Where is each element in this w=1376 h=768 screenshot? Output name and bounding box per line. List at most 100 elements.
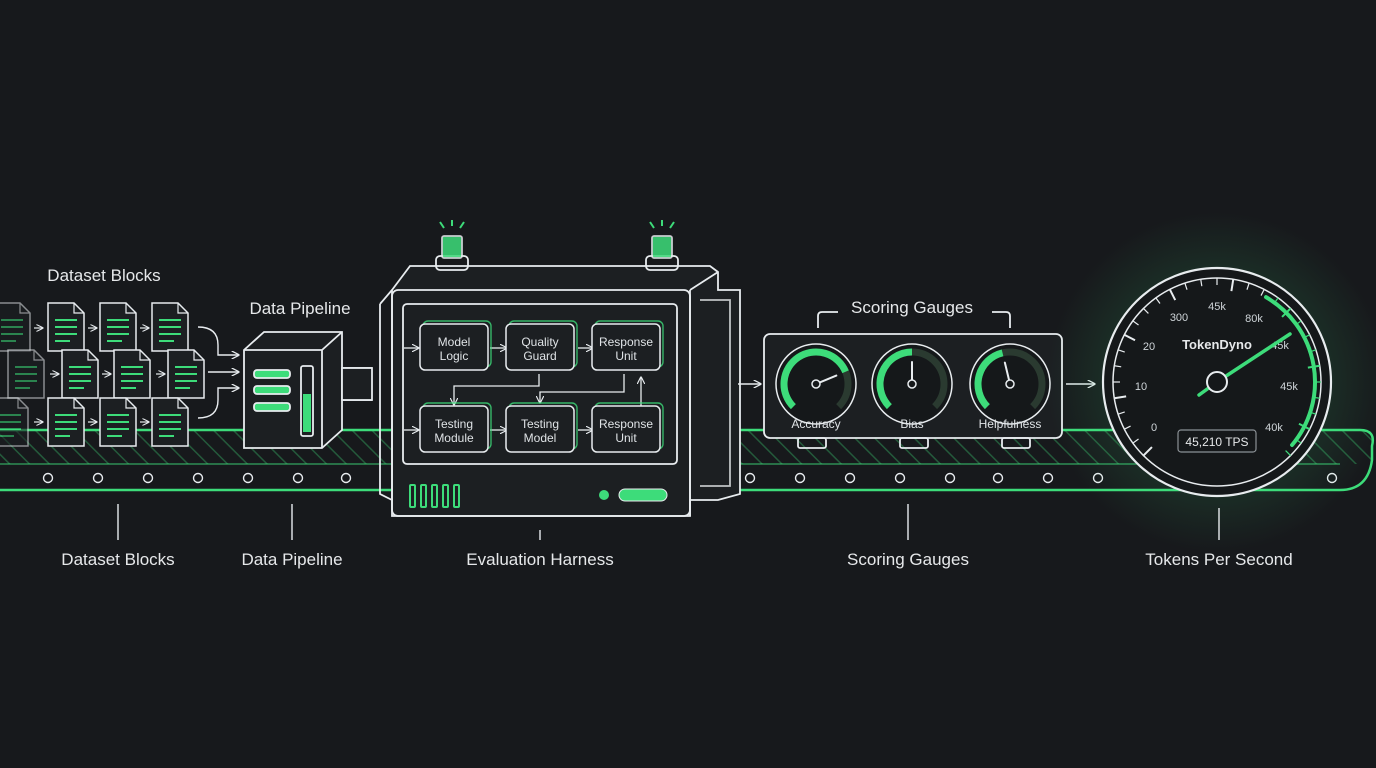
evaluation-harness-label: Evaluation Harness: [466, 550, 613, 569]
dataset-to-pipeline-arrows: [197, 326, 238, 419]
speedometer-tick: [1246, 282, 1250, 290]
document-icon: [113, 349, 151, 399]
document-icon: [151, 397, 189, 447]
document-icon: [47, 302, 85, 352]
speedometer-tick: [1200, 279, 1203, 287]
bottom-connectors: [117, 504, 1220, 540]
speedometer-tick-label: 20: [1143, 341, 1155, 353]
conveyor-roller: [42, 472, 54, 484]
speedometer-tick: [1184, 282, 1188, 290]
conveyor-roller: [794, 472, 806, 484]
gauge-label: Helpfulness: [979, 417, 1042, 431]
speedometer-tick: [1309, 349, 1317, 353]
conveyor-roller: [744, 472, 756, 484]
speedometer-tick: [1312, 396, 1320, 399]
conveyor-roller: [894, 472, 906, 484]
speedometer-tick: [1273, 297, 1279, 304]
conveyor-roller: [292, 472, 304, 484]
speedometer-tick-label: 45k: [1280, 381, 1298, 393]
speedometer-tick: [1307, 364, 1320, 369]
speedometer-tick-label: 40k: [1265, 422, 1283, 434]
speedometer-tick: [1309, 411, 1317, 415]
document-icon: [99, 302, 137, 352]
module-label-line2: Module: [434, 431, 474, 445]
scoring-gauges-label: Scoring Gauges: [847, 550, 969, 569]
document-icon: [47, 397, 85, 447]
speedometer-tick-label: 0: [1151, 422, 1157, 434]
speedometer-needle: [1215, 332, 1292, 384]
document-icon: [151, 302, 189, 352]
speedometer-readout-box: [1177, 429, 1257, 453]
speedometer-readout: 45,210 TPS: [1185, 435, 1248, 449]
speedometer-tick: [1260, 289, 1265, 296]
module-label-line1: Testing: [435, 417, 473, 431]
speedometer-tick: [1124, 425, 1131, 430]
speedometer-tick: [1117, 411, 1125, 415]
harness-modules: ModelLogicQualityGuardResponseUnitTestin…: [419, 320, 664, 453]
speedometer-tick-label: 300: [1170, 312, 1188, 324]
speedometer-tick: [1132, 438, 1139, 444]
gauge-label: Accuracy: [791, 417, 840, 431]
speedometer-tick: [1123, 333, 1136, 342]
beacon-left-icon: [435, 220, 469, 271]
score-gauge: Helpfulness: [969, 343, 1051, 431]
module-label-line1: Response: [599, 417, 653, 431]
module-label-line2: Logic: [440, 349, 469, 363]
scoring-gauges-top-label: Scoring Gauges: [851, 298, 973, 317]
score-gauge: Accuracy: [775, 343, 857, 431]
conveyor-roller: [992, 472, 1004, 484]
score-gauge: Bias: [871, 343, 953, 431]
module-label-line1: Model: [438, 335, 471, 349]
speedometer-tick: [1303, 334, 1310, 339]
document-icon: [99, 397, 137, 447]
document-icon: [0, 397, 29, 447]
speedometer-tick-label: 45k: [1208, 301, 1226, 313]
module-label-line1: Testing: [521, 417, 559, 431]
speedometer-tick: [1143, 308, 1149, 314]
beacon-right-icon: [645, 220, 679, 271]
speedometer-tick: [1168, 288, 1177, 301]
conveyor-roller: [1042, 472, 1054, 484]
speedometer-tick: [1298, 422, 1311, 431]
speedometer-tick: [1230, 279, 1235, 292]
speedometer-tick: [1114, 395, 1127, 400]
tokens-per-second-label: Tokens Per Second: [1145, 550, 1292, 569]
data-pipeline-box: Data Pipeline: [243, 299, 373, 449]
status-led-icon: [599, 490, 609, 500]
dataset-blocks-label: Dataset Blocks: [61, 550, 174, 569]
module-label-line2: Unit: [615, 349, 637, 363]
module-label-line1: Response: [599, 335, 653, 349]
speedometer-ticks: [1113, 278, 1321, 457]
speedometer-brand: TokenDyno: [1182, 337, 1252, 352]
conveyor-roller: [242, 472, 254, 484]
harness-vents: [409, 484, 460, 508]
document-icon: [7, 349, 45, 399]
speedometer-tick-label: 10: [1135, 381, 1147, 393]
speedometer-tick: [1132, 320, 1139, 326]
speedometer-tick: [1295, 438, 1302, 444]
speedometer-tick: [1281, 307, 1292, 318]
conveyor-roller: [192, 472, 204, 484]
data-pipeline-label: Data Pipeline: [241, 550, 342, 569]
conveyor-roller: [944, 472, 956, 484]
speedometer-tick-label: 80k: [1245, 313, 1263, 325]
module-label-line1: Quality: [521, 335, 558, 349]
conveyor-roller: [92, 472, 104, 484]
dataset-blocks-top-label: Dataset Blocks: [47, 266, 160, 285]
conveyor-roller: [844, 472, 856, 484]
speedometer-tick: [1142, 446, 1153, 457]
status-bar-icon: [618, 488, 668, 502]
data-pipeline-top-label: Data Pipeline: [249, 299, 350, 318]
document-icon: [167, 349, 205, 399]
module-label-line2: Unit: [615, 431, 637, 445]
speedometer-tick: [1155, 297, 1161, 304]
speedometer-tick: [1117, 349, 1125, 353]
document-icon: [61, 349, 99, 399]
